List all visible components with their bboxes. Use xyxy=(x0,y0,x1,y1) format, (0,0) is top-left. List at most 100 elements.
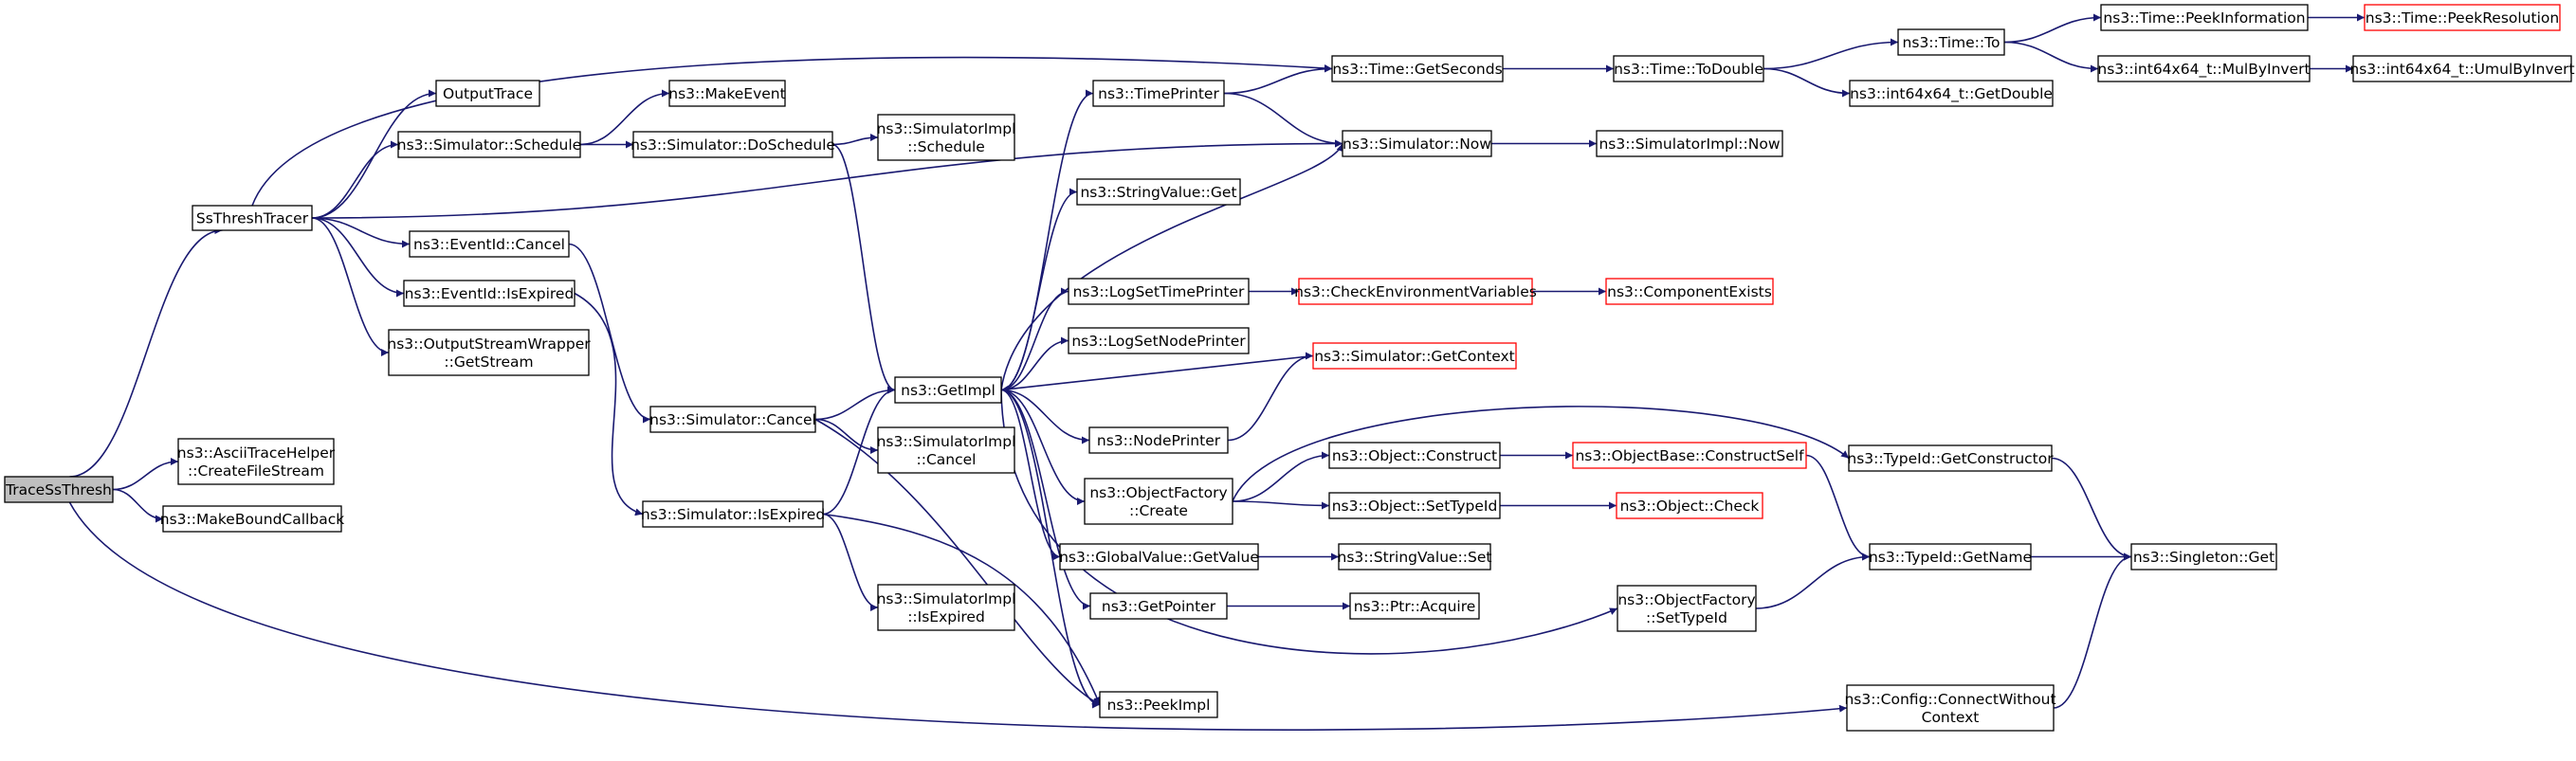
node-ptr-acquire[interactable]: ns3::Ptr::Acquire xyxy=(1349,592,1480,620)
node-object-factory-create[interactable]: ns3::ObjectFactory::Create xyxy=(1084,478,1233,525)
node-simulator-impl-is-expired[interactable]: ns3::SimulatorImpl::IsExpired xyxy=(877,584,1016,631)
node-make-event[interactable]: ns3::MakeEvent xyxy=(668,80,786,107)
node-box[interactable] xyxy=(877,584,1015,631)
node-box[interactable] xyxy=(1617,585,1757,632)
node-box[interactable] xyxy=(2100,4,2309,31)
node-box[interactable] xyxy=(177,438,335,485)
node-box[interactable] xyxy=(2352,55,2572,82)
node-singleton-get[interactable]: ns3::Singleton::Get xyxy=(2130,543,2277,571)
node-box[interactable] xyxy=(2364,4,2561,31)
node-box[interactable] xyxy=(1068,278,1250,305)
node-box[interactable] xyxy=(1849,80,2054,107)
node-simulator-get-context[interactable]: ns3::Simulator::GetContext xyxy=(1312,342,1517,370)
node-time-peek-resolution[interactable]: ns3::Time::PeekResolution xyxy=(2364,4,2561,31)
node-global-value-get-value[interactable]: ns3::GlobalValue::GetValue xyxy=(1059,543,1259,571)
node-simulator-do-schedule[interactable]: ns3::Simulator::DoSchedule xyxy=(630,131,835,158)
node-box[interactable] xyxy=(877,114,1015,161)
node-int64x64-get-double[interactable]: ns3::int64x64_t::GetDouble xyxy=(1849,80,2054,107)
node-object-set-type-id[interactable]: ns3::Object::SetTypeId xyxy=(1328,492,1501,519)
node-event-id-is-expired[interactable]: ns3::EventId::IsExpired xyxy=(403,280,575,307)
node-box[interactable] xyxy=(4,476,114,503)
node-box[interactable] xyxy=(1605,278,1774,305)
node-box[interactable] xyxy=(2130,543,2277,571)
node-make-bound-callback[interactable]: ns3::MakeBoundCallback xyxy=(160,505,344,533)
node-log-set-node-printer[interactable]: ns3::LogSetNodePrinter xyxy=(1068,327,1250,354)
node-event-id-cancel[interactable]: ns3::EventId::Cancel xyxy=(409,230,570,258)
node-box[interactable] xyxy=(1331,55,1504,82)
node-box[interactable] xyxy=(642,500,824,528)
node-simulator-now[interactable]: ns3::Simulator::Now xyxy=(1342,130,1492,157)
node-simulator-impl-now[interactable]: ns3::SimulatorImpl::Now xyxy=(1596,130,1783,157)
node-box[interactable] xyxy=(1328,492,1501,519)
node-time-to-double[interactable]: ns3::Time::ToDouble xyxy=(1613,55,1764,82)
node-box[interactable] xyxy=(1092,80,1225,107)
node-simulator-is-expired[interactable]: ns3::Simulator::IsExpired xyxy=(641,500,825,528)
node-string-value-get[interactable]: ns3::StringValue::Get xyxy=(1076,178,1241,206)
node-box[interactable] xyxy=(632,131,833,158)
node-simulator-schedule[interactable]: ns3::Simulator::Schedule xyxy=(397,131,581,158)
node-log-set-time-printer[interactable]: ns3::LogSetTimePrinter xyxy=(1068,278,1250,305)
node-int64x64-umul-by-invert[interactable]: ns3::int64x64_t::UmulByInvert xyxy=(2349,55,2575,82)
node-box[interactable] xyxy=(403,280,575,307)
node-ss-thresh-tracer[interactable]: SsThreshTracer xyxy=(192,205,313,231)
node-box[interactable] xyxy=(1089,592,1228,620)
node-simulator-cancel[interactable]: ns3::Simulator::Cancel xyxy=(649,406,816,433)
node-box[interactable] xyxy=(1613,55,1764,82)
node-simulator-impl-cancel[interactable]: ns3::SimulatorImpl::Cancel xyxy=(877,426,1016,474)
node-time-printer[interactable]: ns3::TimePrinter xyxy=(1092,80,1225,107)
node-node-printer[interactable]: ns3::NodePrinter xyxy=(1088,426,1229,454)
node-box[interactable] xyxy=(1846,684,2055,732)
node-peek-impl[interactable]: ns3::PeekImpl xyxy=(1099,691,1218,718)
node-string-value-set[interactable]: ns3::StringValue::Set xyxy=(1338,543,1492,571)
node-box[interactable] xyxy=(1338,543,1491,571)
node-get-pointer[interactable]: ns3::GetPointer xyxy=(1089,592,1228,620)
node-component-exists[interactable]: ns3::ComponentExists xyxy=(1605,278,1774,305)
node-output-stream-wrapper-get-stream[interactable]: ns3::OutputStreamWrapper::GetStream xyxy=(387,329,591,376)
node-time-peek-information[interactable]: ns3::Time::PeekInformation xyxy=(2100,4,2309,31)
node-object-factory-set-type-id[interactable]: ns3::ObjectFactory::SetTypeId xyxy=(1617,585,1757,632)
node-time-to[interactable]: ns3::Time::To xyxy=(1897,28,2005,56)
node-box[interactable] xyxy=(668,80,786,107)
node-trace-ss-thresh[interactable]: TraceSsThresh xyxy=(4,476,114,503)
node-box[interactable] xyxy=(192,205,313,231)
node-type-id-get-name[interactable]: ns3::TypeId::GetName xyxy=(1869,543,2032,571)
node-box[interactable] xyxy=(388,329,590,376)
node-box[interactable] xyxy=(1084,478,1233,525)
node-box[interactable] xyxy=(894,376,1002,404)
node-box[interactable] xyxy=(397,131,581,158)
node-box[interactable] xyxy=(1312,342,1517,370)
node-type-id-get-constructor[interactable]: ns3::TypeId::GetConstructor xyxy=(1847,444,2054,472)
node-ascii-trace-helper[interactable]: ns3::AsciiTraceHelper::CreateFileStream xyxy=(177,438,336,485)
node-check-environment-variables[interactable]: ns3::CheckEnvironmentVariables xyxy=(1294,278,1537,305)
node-object-construct[interactable]: ns3::Object::Construct xyxy=(1328,442,1501,469)
node-box[interactable] xyxy=(162,505,342,533)
node-box[interactable] xyxy=(1848,444,2053,472)
node-box[interactable] xyxy=(877,426,1015,474)
node-box[interactable] xyxy=(1616,492,1763,519)
node-box[interactable] xyxy=(1328,442,1501,469)
node-box[interactable] xyxy=(1298,278,1533,305)
node-box[interactable] xyxy=(1099,691,1218,718)
node-get-impl[interactable]: ns3::GetImpl xyxy=(894,376,1002,404)
node-box[interactable] xyxy=(1088,426,1229,454)
node-box[interactable] xyxy=(1572,442,1807,469)
node-object-base-construct-self[interactable]: ns3::ObjectBase::ConstructSelf xyxy=(1572,442,1807,469)
node-box[interactable] xyxy=(1869,543,2032,571)
node-box[interactable] xyxy=(409,230,570,258)
node-box[interactable] xyxy=(1596,130,1783,157)
node-box[interactable] xyxy=(1076,178,1241,206)
node-box[interactable] xyxy=(2097,55,2311,82)
node-box[interactable] xyxy=(1059,543,1259,571)
node-box[interactable] xyxy=(1342,130,1492,157)
node-box[interactable] xyxy=(1349,592,1480,620)
node-time-get-seconds[interactable]: ns3::Time::GetSeconds xyxy=(1331,55,1504,82)
node-object-check[interactable]: ns3::Object::Check xyxy=(1616,492,1763,519)
node-simulator-impl-schedule[interactable]: ns3::SimulatorImpl::Schedule xyxy=(877,114,1016,161)
node-output-trace[interactable]: OutputTrace xyxy=(435,80,540,107)
node-box[interactable] xyxy=(1897,28,2005,56)
node-box[interactable] xyxy=(435,80,540,107)
node-int64x64-mul-by-invert[interactable]: ns3::int64x64_t::MulByInvert xyxy=(2097,55,2311,82)
node-box[interactable] xyxy=(649,406,816,433)
node-box[interactable] xyxy=(1068,327,1250,354)
